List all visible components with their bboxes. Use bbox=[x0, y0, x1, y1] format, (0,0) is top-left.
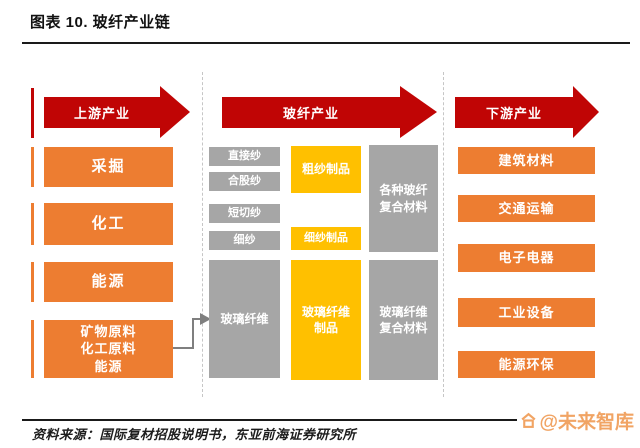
figure-title: 图表 10. 玻纤产业链 bbox=[30, 14, 171, 31]
upstream-arrow-label: 上游产业 bbox=[44, 96, 160, 128]
dashed-separator-left bbox=[202, 72, 203, 397]
box-fine-yarn: 细纱 bbox=[209, 231, 280, 250]
box-roving-products: 粗纱制品 bbox=[291, 146, 361, 193]
watermark-text: @未来智库 bbox=[539, 412, 634, 433]
materials-to-fiber-connector-arrow bbox=[173, 313, 211, 349]
box-building-materials: 建筑材料 bbox=[458, 147, 595, 174]
source-note: 资料来源：国际复材招股说明书，东亚前海证券研究所 bbox=[32, 427, 357, 442]
downstream-arrow-label: 下游产业 bbox=[455, 96, 573, 128]
accent-bar-orange-2 bbox=[31, 203, 34, 245]
box-glass-fiber-products: 玻璃纤维 制品 bbox=[291, 260, 361, 380]
upstream-arrowhead-icon bbox=[160, 86, 190, 138]
accent-bar-orange-3 bbox=[31, 262, 34, 302]
box-glass-fiber: 玻璃纤维 bbox=[209, 260, 280, 378]
box-raw-materials: 矿物原料 化工原料 能源 bbox=[44, 320, 173, 378]
accent-bar-red bbox=[31, 88, 34, 138]
box-fine-yarn-products: 细纱制品 bbox=[291, 227, 361, 250]
downstream-arrowhead-icon bbox=[573, 86, 599, 138]
box-energy-environment: 能源环保 bbox=[458, 351, 595, 378]
box-mining: 采掘 bbox=[44, 147, 173, 187]
box-industrial-equipment: 工业设备 bbox=[458, 298, 595, 327]
midstream-arrowhead-icon bbox=[400, 86, 437, 138]
accent-bar-orange-1 bbox=[31, 147, 34, 187]
box-direct-yarn: 直接纱 bbox=[209, 147, 280, 166]
watermark: @未来智库 bbox=[517, 407, 634, 434]
box-various-composites: 各种玻纤 复合材料 bbox=[369, 145, 438, 252]
top-rule bbox=[22, 42, 630, 44]
box-chopped-yarn: 短切纱 bbox=[209, 204, 280, 223]
box-chemical: 化工 bbox=[44, 203, 173, 245]
box-fiber-composites: 玻璃纤维 复合材料 bbox=[369, 260, 438, 380]
midstream-arrow-label: 玻纤产业 bbox=[222, 96, 400, 128]
midstream-arrow: 玻纤产业 bbox=[222, 86, 437, 138]
box-plied-yarn: 合股纱 bbox=[209, 172, 280, 191]
accent-bar-orange-4 bbox=[31, 320, 34, 378]
dashed-separator-right bbox=[443, 72, 444, 397]
box-electronics: 电子电器 bbox=[458, 244, 595, 272]
box-energy: 能源 bbox=[44, 262, 173, 302]
bottom-rule bbox=[22, 419, 630, 421]
downstream-arrow: 下游产业 bbox=[455, 86, 599, 138]
box-transportation: 交通运输 bbox=[458, 195, 595, 222]
upstream-arrow: 上游产业 bbox=[44, 86, 190, 138]
watermark-logo-icon bbox=[521, 412, 537, 428]
